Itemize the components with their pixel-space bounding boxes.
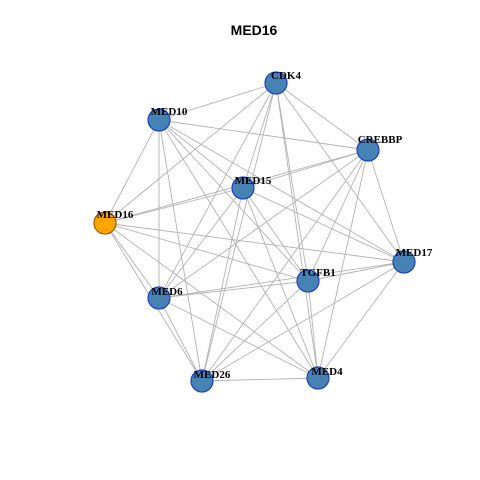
- edge-med17-med26: [201, 261, 405, 382]
- node-label-med4: MED4: [311, 366, 343, 378]
- edge-med15-med4: [242, 187, 319, 379]
- edge-med10-crebbp: [158, 119, 369, 151]
- node-tgfb1[interactable]: [296, 269, 320, 293]
- figure-title: MED16: [231, 22, 278, 38]
- node-crebbp[interactable]: [356, 138, 380, 162]
- node-med26[interactable]: [190, 369, 214, 393]
- edge-med17-tgfb1: [307, 261, 405, 282]
- edge-med10-med4: [158, 119, 319, 379]
- edge-med15-med6: [158, 187, 244, 299]
- node-label-tgfb1: TGFB1: [300, 267, 335, 279]
- node-label-med15: MED15: [235, 175, 272, 187]
- edge-med15-med26: [201, 187, 244, 382]
- edge-med6-med26: [158, 297, 203, 382]
- node-label-med10: MED10: [151, 106, 188, 118]
- edge-med16-tgfb1: [104, 222, 309, 282]
- node-label-med17: MED17: [396, 247, 433, 259]
- node-med10[interactable]: [147, 108, 171, 132]
- edge-cdk4-med26: [201, 82, 277, 382]
- edge-cdk4-tgfb1: [275, 82, 309, 282]
- node-med16[interactable]: [93, 211, 117, 235]
- edge-cdk4-med6: [158, 82, 277, 299]
- edge-layer: [104, 82, 405, 382]
- edge-med10-med15: [158, 119, 244, 189]
- edge-med15-med17: [242, 187, 405, 263]
- edge-med16-med17: [104, 222, 405, 263]
- edge-med15-med16: [104, 187, 244, 224]
- edge-med16-med4: [104, 222, 319, 379]
- edge-med6-med4: [158, 297, 319, 379]
- edge-cdk4-med10: [158, 82, 277, 121]
- edge-med10-med26: [158, 119, 203, 382]
- edge-cdk4-med4: [275, 82, 319, 379]
- node-med4[interactable]: [306, 366, 330, 390]
- edge-med17-med6: [158, 261, 405, 299]
- edge-crebbp-med15: [242, 149, 369, 189]
- edge-tgfb1-med6: [158, 280, 309, 299]
- edge-cdk4-med16: [104, 82, 277, 224]
- node-label-med6: MED6: [151, 286, 183, 298]
- edge-med10-med16: [104, 119, 160, 224]
- node-layer: [93, 71, 416, 393]
- edge-cdk4-med17: [275, 82, 405, 263]
- node-label-cdk4: CDK4: [271, 70, 301, 82]
- edge-crebbp-med4: [317, 149, 369, 379]
- node-med15[interactable]: [231, 176, 255, 200]
- edge-med10-med17: [158, 119, 405, 263]
- node-cdk4[interactable]: [264, 71, 288, 95]
- edge-med17-med4: [317, 261, 405, 379]
- node-label-crebbp: CREBBP: [358, 134, 403, 146]
- edge-med4-med26: [201, 377, 319, 382]
- node-label-med16: MED16: [97, 209, 134, 221]
- edge-tgfb1-med26: [201, 280, 309, 382]
- node-med6[interactable]: [147, 286, 171, 310]
- node-med17[interactable]: [392, 250, 416, 274]
- edge-cdk4-crebbp: [275, 82, 369, 151]
- edge-crebbp-med6: [158, 149, 369, 299]
- edge-crebbp-med17: [367, 149, 405, 263]
- edge-cdk4-med15: [242, 82, 277, 189]
- edge-crebbp-med26: [201, 149, 369, 382]
- edge-tgfb1-med4: [307, 280, 319, 379]
- edge-med15-tgfb1: [242, 187, 309, 282]
- edge-med16-med6: [104, 222, 160, 299]
- edge-crebbp-tgfb1: [307, 149, 369, 282]
- node-label-med26: MED26: [194, 369, 231, 381]
